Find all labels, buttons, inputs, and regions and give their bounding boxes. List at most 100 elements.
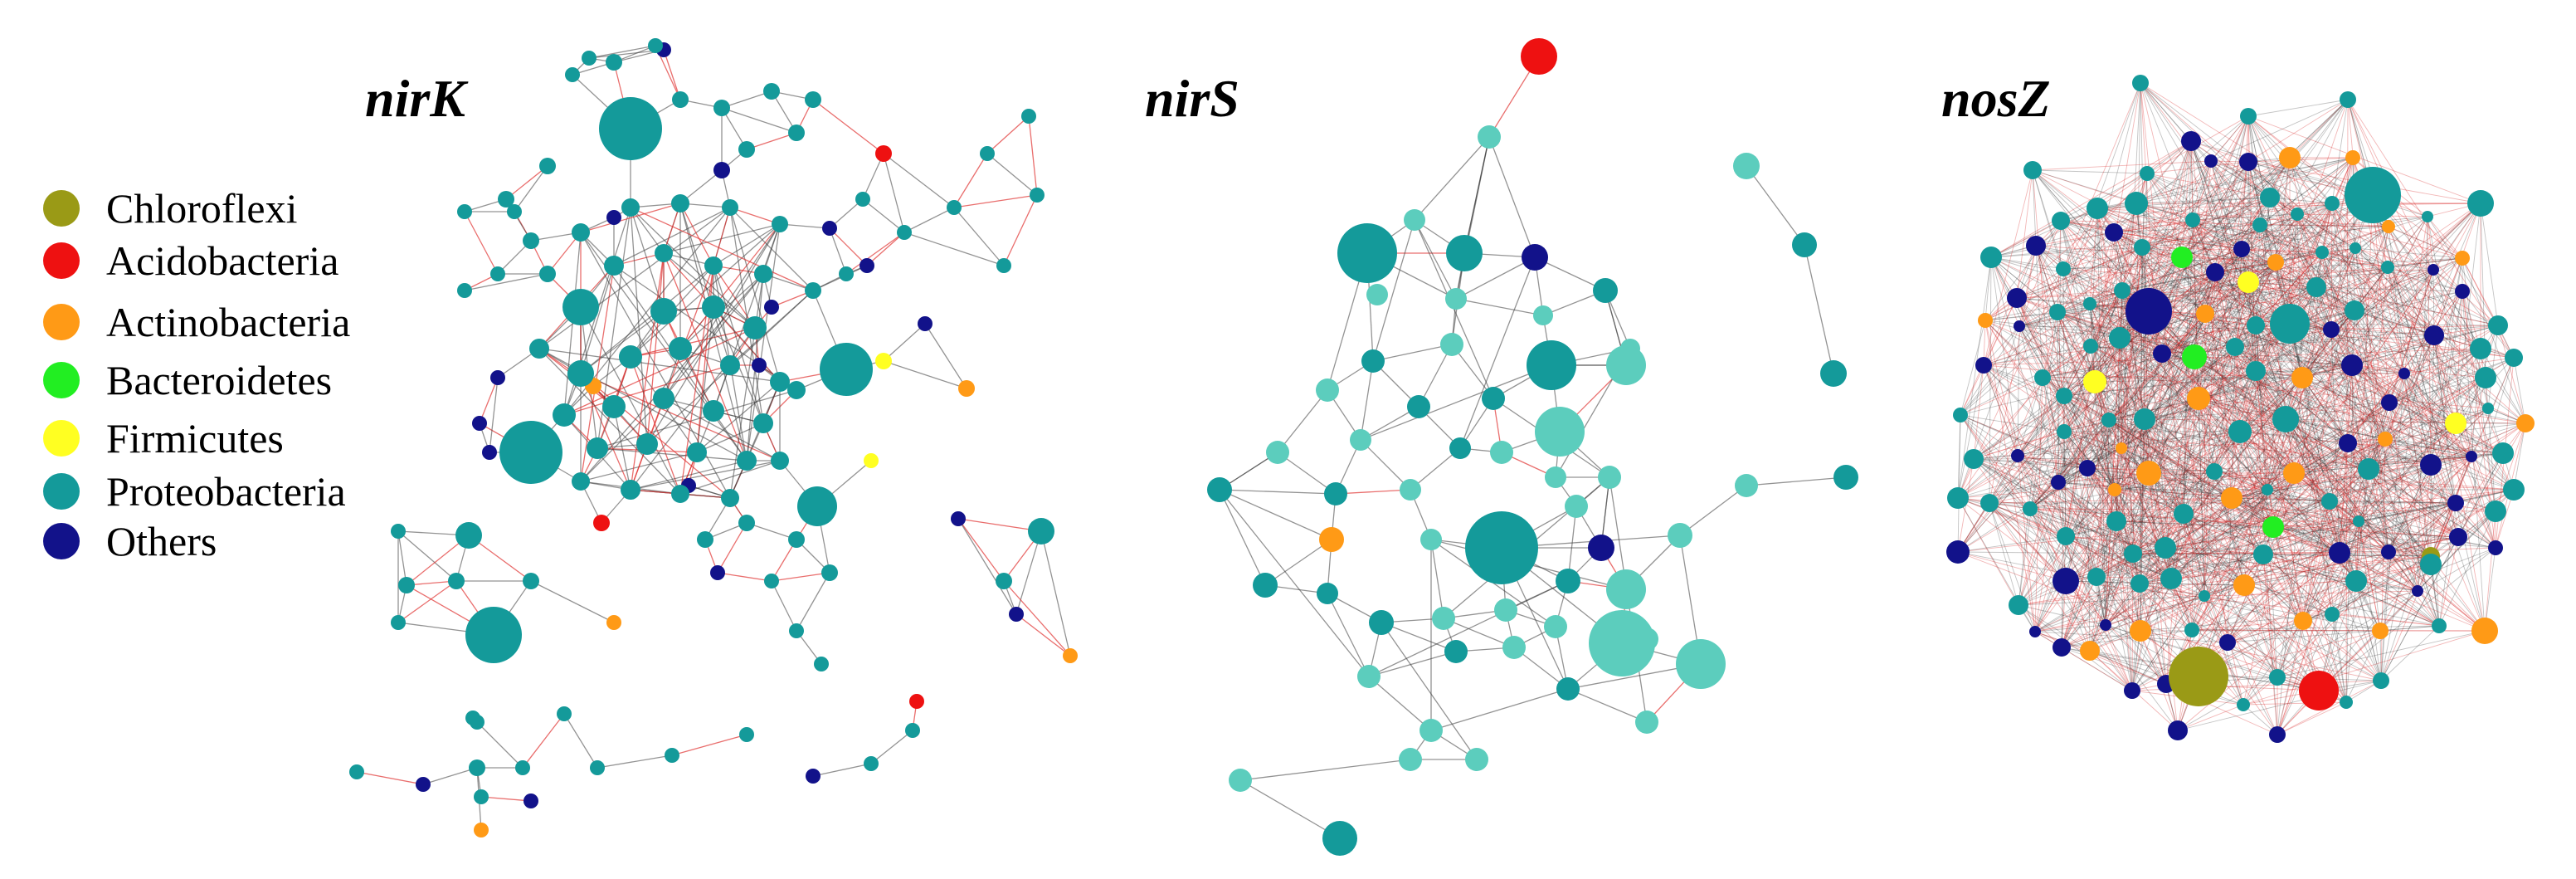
nosz-edge xyxy=(2132,553,2418,592)
nosz-edge xyxy=(2114,489,2245,586)
nosz-edge xyxy=(2029,248,2242,510)
nosz-edge xyxy=(2135,203,2389,268)
nosz-edge xyxy=(2388,226,2496,512)
nosz-edge xyxy=(2029,471,2215,510)
network-nirk xyxy=(349,38,1078,837)
nosz-edge xyxy=(2351,364,2357,582)
nosz-edge xyxy=(2430,464,2486,632)
nosz-edge xyxy=(2029,508,2133,691)
nosz-edge xyxy=(2275,261,2386,440)
nosz-edge xyxy=(2301,157,2354,378)
nosz-edge xyxy=(2063,395,2150,474)
nirk-node-firmicutes xyxy=(875,353,892,369)
nosz-edge xyxy=(2016,220,2062,299)
nosz-edge xyxy=(1973,395,2065,460)
nosz-edge xyxy=(2042,377,2286,420)
nosz-edge xyxy=(2065,471,2215,582)
nosz-edge xyxy=(2267,247,2356,491)
nosz-edge xyxy=(1960,320,1986,416)
nosz-edge xyxy=(2119,337,2167,685)
nosz-edge xyxy=(2354,310,2386,440)
nosz-edge xyxy=(2285,418,2381,632)
nosz-edge xyxy=(2192,219,2303,378)
nosz-edge xyxy=(2089,271,2216,305)
nosz-edge xyxy=(2388,226,2405,374)
nosz-edge xyxy=(2255,203,2333,326)
nosz-edge xyxy=(2301,291,2463,378)
nosz-node-bacteroidetes xyxy=(2182,344,2207,369)
nirs-edge xyxy=(1804,244,1834,374)
nosz-edge xyxy=(2243,584,2278,678)
nosz-edge xyxy=(2144,356,2195,420)
nosz-edge xyxy=(2135,157,2354,204)
nosz-edge xyxy=(2161,161,2249,354)
nosz-edge xyxy=(2017,381,2096,457)
nosz-edge xyxy=(2347,203,2481,444)
nosz-edge xyxy=(2108,419,2369,470)
nosz-edge xyxy=(2018,595,2205,606)
nosz-edge xyxy=(2430,291,2463,466)
nosz-edge xyxy=(2065,323,2291,537)
nosz-node-actinobacteria xyxy=(2294,612,2312,630)
nosz-edge xyxy=(2035,245,2058,313)
nosz-edge xyxy=(2096,208,2295,474)
nosz-edge xyxy=(2231,497,2245,586)
nosz-edge xyxy=(2289,291,2463,325)
legend-item-chloroflexi: Chloroflexi xyxy=(43,185,298,232)
nosz-edge xyxy=(2289,157,2496,549)
nosz-edge xyxy=(2277,630,2486,678)
nosz-edge xyxy=(2017,325,2020,457)
nosz-edge xyxy=(2234,261,2277,348)
nirk-node-proteobacteria xyxy=(523,232,539,249)
nosz-edge xyxy=(2403,373,2440,627)
nirk-node-proteobacteria xyxy=(996,573,1012,589)
nirk-node-others xyxy=(918,316,933,331)
nosz-edge xyxy=(2354,247,2434,271)
nirk-node-proteobacteria xyxy=(702,295,725,319)
nirk-edge xyxy=(713,223,781,266)
nosz-edge xyxy=(2267,213,2298,491)
nosz-edge xyxy=(2034,422,2457,632)
nosz-node-others xyxy=(2053,568,2079,594)
nirs-edge xyxy=(1219,489,1370,677)
nosz-edge xyxy=(2017,247,2143,457)
nosz-edge xyxy=(2438,502,2457,627)
nosz-edge xyxy=(2108,313,2206,421)
nosz-node-proteobacteria xyxy=(2253,544,2273,564)
nosz-edge xyxy=(2035,245,2486,632)
nosz-edge xyxy=(2060,220,2172,579)
nosz-edge xyxy=(2262,310,2355,555)
nirk-edge xyxy=(796,572,830,632)
nosz-edge xyxy=(2379,269,2434,632)
nosz-edge xyxy=(2060,220,2183,258)
nosz-edge xyxy=(2204,313,2457,424)
nosz-edge xyxy=(2042,353,2163,378)
nosz-edge xyxy=(2203,590,2418,597)
nirk-node-proteobacteria xyxy=(771,452,789,470)
nosz-edge xyxy=(2116,520,2274,528)
nosz-edge xyxy=(2032,169,2194,221)
nosz-node-actinobacteria xyxy=(2267,254,2284,271)
nosz-node-others xyxy=(2427,264,2439,276)
nosz-edge xyxy=(2358,456,2472,522)
nosz-edge xyxy=(2087,467,2134,554)
nirk-edge xyxy=(630,207,756,329)
nirk-edge xyxy=(613,207,731,266)
nosz-edge xyxy=(2318,438,2386,691)
nirs-edge xyxy=(1430,688,1569,731)
nosz-edge xyxy=(2267,310,2355,491)
legend-item-proteobacteria: Proteobacteria xyxy=(43,468,346,515)
nosz-node-actinobacteria xyxy=(2291,367,2313,388)
nirk-edge xyxy=(953,207,1005,266)
nosz-edge xyxy=(1960,356,2195,416)
nirk-node-acidobacteria xyxy=(593,515,610,531)
nirs-edge xyxy=(1459,256,1536,449)
nosz-edge xyxy=(2345,580,2357,703)
nirk-edge xyxy=(514,165,548,212)
nosz-edge xyxy=(2063,395,2067,537)
nirs-node-proteobacteria xyxy=(1446,235,1483,271)
nosz-edge xyxy=(2214,271,2264,555)
nosz-node-proteobacteria xyxy=(2321,493,2338,510)
nosz-edge xyxy=(2017,455,2141,632)
nosz-edge xyxy=(2165,547,2389,553)
